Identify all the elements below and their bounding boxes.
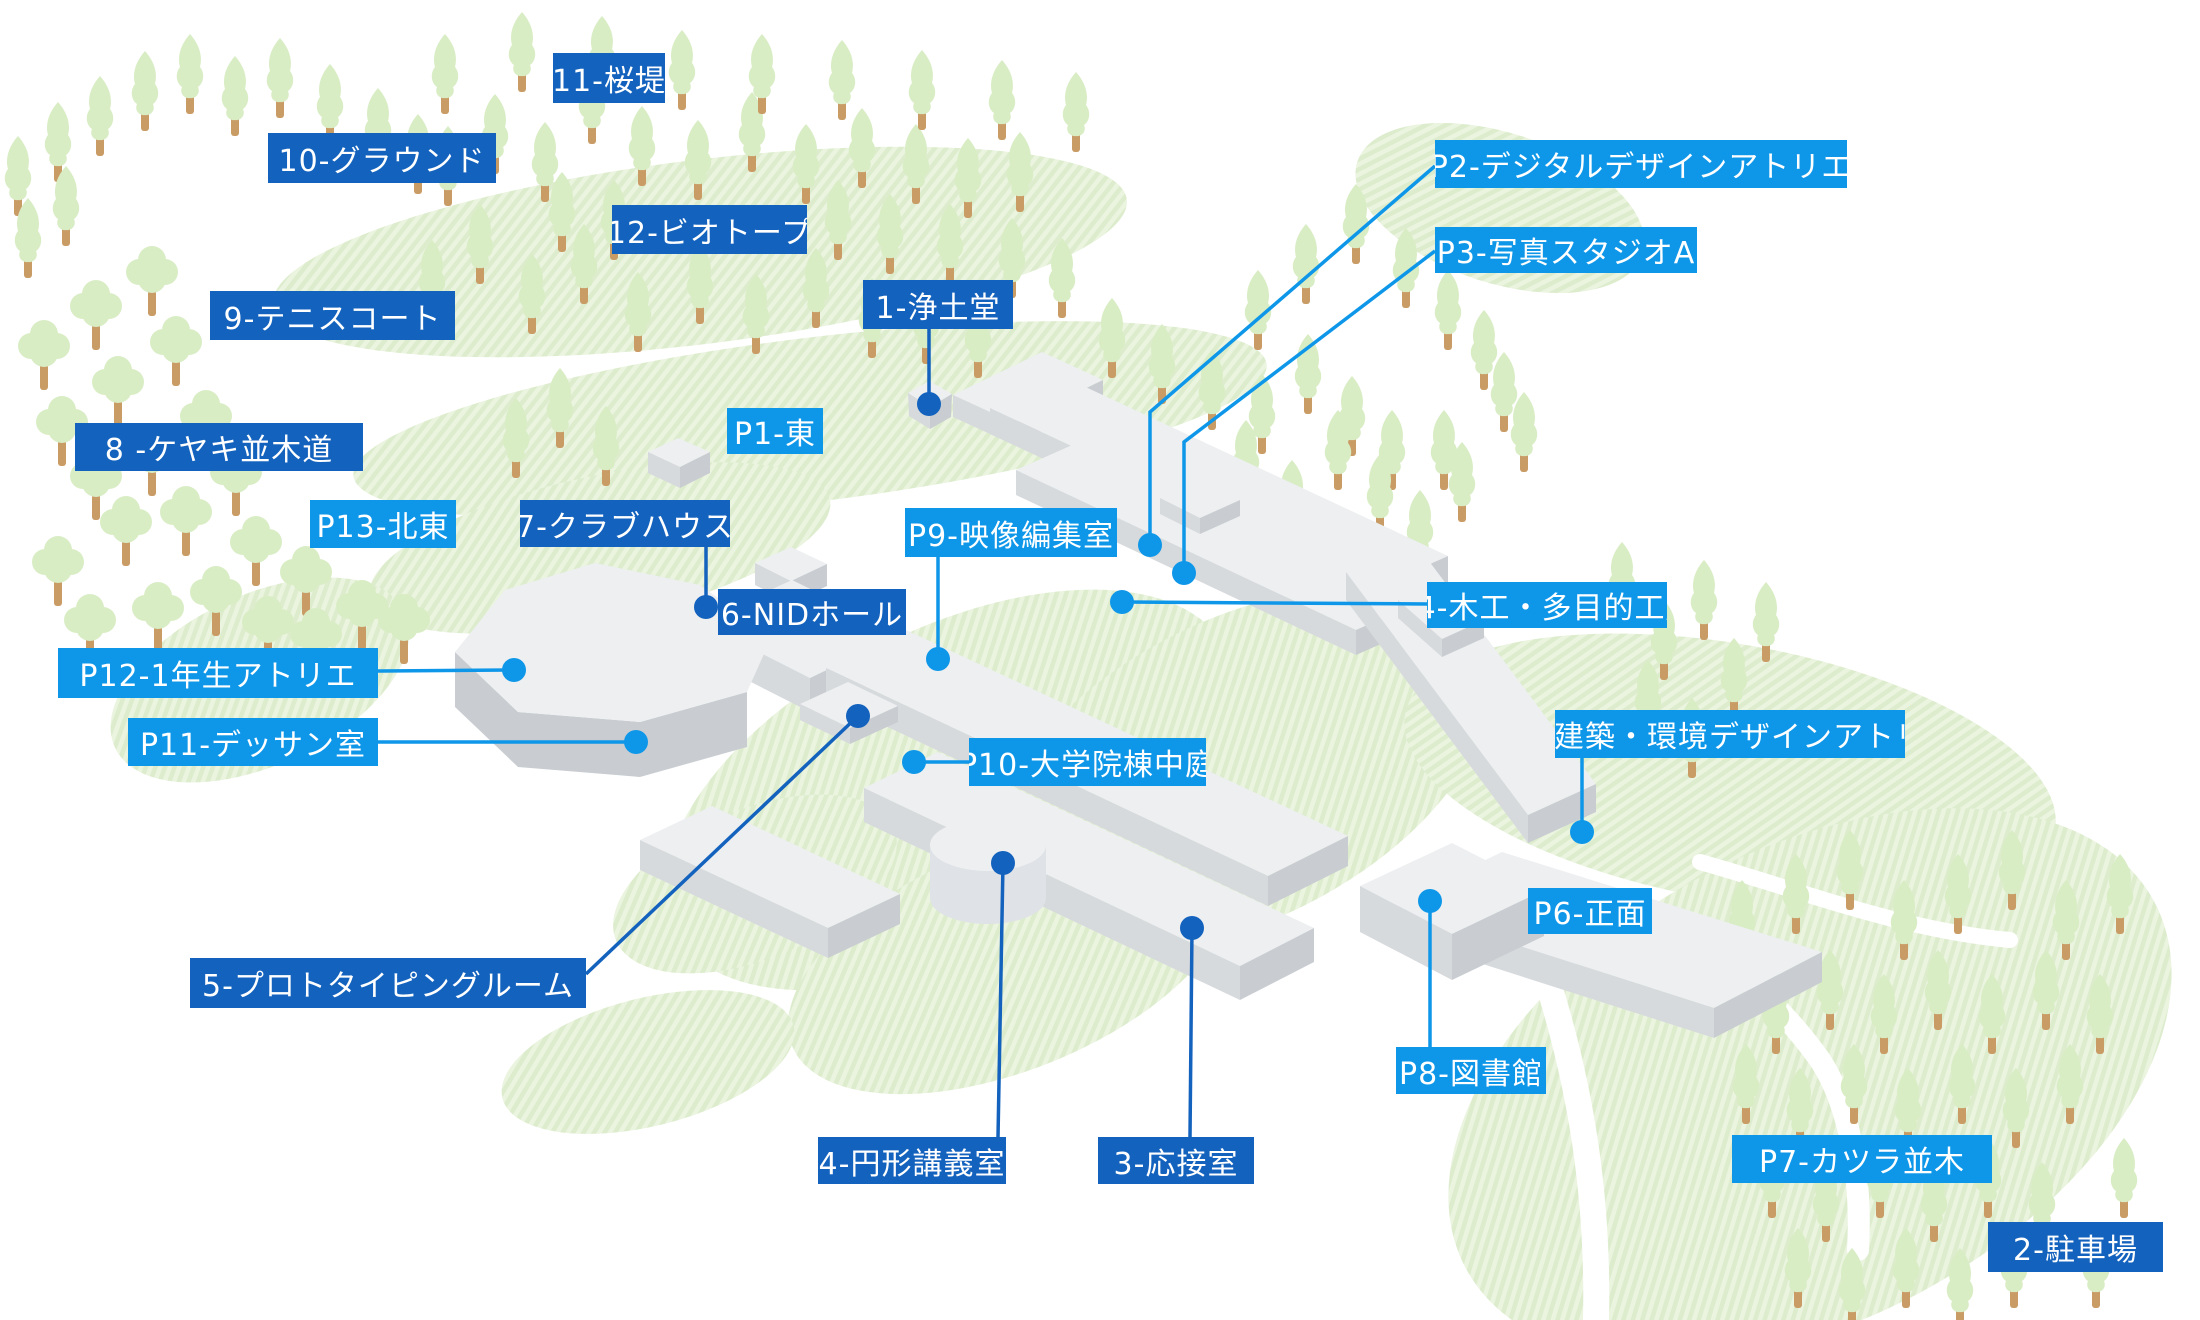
conical-tree-icon	[508, 12, 536, 92]
round-tree-icon	[32, 536, 84, 606]
conical-tree-icon	[86, 76, 114, 156]
round-tree-icon	[160, 486, 212, 556]
anchor-dot-7	[694, 595, 718, 619]
map-label-6: 6-NIDホール	[718, 589, 906, 635]
map-label-P2: P2-デジタルデザインアトリエ	[1435, 140, 1847, 188]
map-label-9: 9-テニスコート	[210, 291, 455, 340]
map-label-4: 4-円形講義室	[818, 1137, 1006, 1184]
building-round-lecture-hall	[930, 819, 1046, 924]
map-label-8: 8 -ケヤキ並木道	[75, 423, 363, 471]
anchor-dot-1	[917, 392, 941, 416]
map-label-P12: P12-1年生アトリエ	[58, 648, 378, 698]
map-label-P9: P9-映像編集室	[905, 508, 1117, 557]
map-label-7: 7-クラブハウス	[520, 500, 730, 547]
leader-lines	[377, 164, 1594, 1138]
anchor-dot-P2	[1138, 533, 1162, 557]
leader-line-P12	[377, 668, 515, 673]
map-label-2: 2-駐車場	[1988, 1222, 2163, 1272]
anchor-dot-P11	[624, 730, 648, 754]
anchor-dot-P5	[1570, 820, 1594, 844]
map-label-P10: P10-大学院棟中庭	[969, 738, 1206, 786]
round-tree-icon	[70, 280, 122, 350]
conical-tree-icon	[1510, 392, 1538, 472]
conical-tree-icon	[668, 30, 696, 110]
conical-tree-icon	[1434, 270, 1462, 350]
map-label-P11: P11-デッサン室	[128, 718, 378, 766]
conical-tree-icon	[828, 40, 856, 120]
anchor-dot-P8	[1418, 889, 1442, 913]
conical-tree-icon	[316, 64, 344, 144]
anchor-dot-P12	[502, 658, 526, 682]
map-label-5: 5-プロトタイピングルーム	[190, 958, 586, 1008]
anchor-dot-P10	[902, 750, 926, 774]
anchor-dot-4	[991, 851, 1015, 875]
anchor-dot-3	[1180, 916, 1204, 940]
round-tree-icon	[92, 356, 144, 426]
conical-tree-icon	[431, 34, 459, 114]
conical-tree-icon	[2110, 1138, 2138, 1218]
anchor-dot-P3	[1172, 561, 1196, 585]
anchor-dot-5	[846, 704, 870, 728]
building-first-year-atelier	[455, 563, 772, 777]
map-label-P13: P13-北東	[310, 500, 456, 548]
conical-tree-icon	[131, 51, 159, 131]
map-label-10: 10-グラウンド	[268, 133, 496, 183]
map-label-P1: P1-東	[727, 408, 823, 454]
map-label-P3: P3-写真スタジオA	[1435, 227, 1697, 273]
leader-line-4	[996, 862, 1005, 1138]
conical-tree-icon	[1292, 224, 1320, 304]
anchor-dot-P4	[1110, 590, 1134, 614]
round-tree-icon	[100, 496, 152, 566]
leader-line-P4	[1121, 600, 1428, 606]
round-tree-icon	[18, 320, 70, 390]
leader-line-P2	[1148, 164, 1437, 545]
map-label-1: 1-浄土堂	[863, 280, 1013, 329]
round-tree-icon	[150, 316, 202, 386]
map-label-P8: P8-図書館	[1396, 1047, 1546, 1094]
leader-line-P3	[1182, 249, 1437, 573]
conical-tree-icon	[1062, 72, 1090, 152]
map-label-P4: P4-木工・多目的工房	[1427, 582, 1667, 628]
conical-tree-icon	[266, 38, 294, 118]
map-label-3: 3-応接室	[1098, 1137, 1254, 1184]
leader-line-3	[1188, 927, 1194, 1138]
conical-tree-icon	[1690, 560, 1718, 640]
building-woodshop	[1346, 541, 1596, 843]
conical-tree-icon	[221, 56, 249, 136]
round-tree-icon	[126, 246, 178, 316]
conical-tree-icon	[988, 60, 1016, 140]
round-tree-icon	[230, 516, 282, 586]
conical-tree-icon	[908, 50, 936, 130]
map-label-P6: P6-正面	[1528, 888, 1652, 934]
map-label-11: 11-桜堤	[553, 53, 665, 103]
conical-tree-icon	[176, 34, 204, 114]
map-label-P7: P7-カツラ並木	[1732, 1135, 1992, 1183]
building-lower-wing-b	[640, 806, 900, 958]
map-label-12: 12-ビオトープ	[612, 205, 807, 254]
building-shed	[648, 438, 710, 488]
anchor-dot-P9	[926, 647, 950, 671]
leader-line-5	[584, 714, 860, 976]
map-label-P5: P5-建築・環境デザインアトリエ	[1555, 710, 1905, 758]
